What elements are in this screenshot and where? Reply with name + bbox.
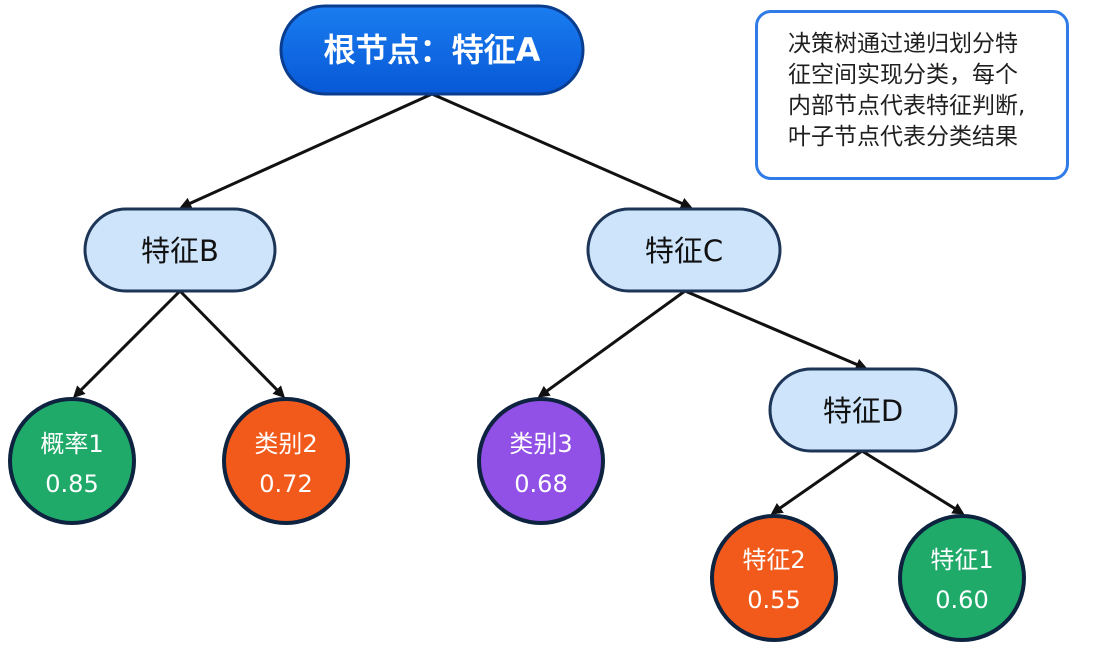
- edge-b-to-leaf1: [72, 289, 182, 399]
- edge-root-to-b: [179, 92, 433, 209]
- root-node-label: 根节点：特征A: [324, 31, 541, 69]
- leaf-node-3-value: 0.68: [514, 470, 567, 498]
- leaf-node-3-name: 类别3: [509, 430, 572, 458]
- leaf-node-4-value: 0.55: [747, 586, 800, 614]
- node-feature-d: 特征D: [768, 367, 958, 453]
- explanation-note-line: 决策树通过递归划分特: [788, 31, 1018, 57]
- leaf-node-2-value: 0.72: [259, 470, 312, 498]
- leaf-node-1-value: 0.85: [45, 470, 98, 498]
- explanation-note-line: 叶子节点代表分类结果: [788, 124, 1018, 150]
- edges: [72, 92, 965, 515]
- leaf-node-1-name: 概率1: [40, 430, 103, 458]
- edge-c-to-leaf3: [537, 289, 686, 398]
- node-feature-d-label: 特征D: [823, 394, 903, 428]
- leaf-node-5: 特征1 0.60: [898, 514, 1026, 642]
- node-feature-c-label: 特征C: [645, 234, 723, 268]
- leaf-node-2-name: 类别2: [254, 430, 317, 458]
- leaf-node-4: 特征2 0.55: [710, 514, 838, 642]
- edge-c-to-d: [684, 289, 868, 370]
- edge-d-to-leaf5: [861, 449, 965, 515]
- leaf-node-5-name: 特征1: [930, 546, 993, 574]
- explanation-note-line: 内部节点代表特征判断,: [788, 93, 1026, 119]
- leaf-node-3: 类别3 0.68: [477, 397, 605, 525]
- node-feature-b: 特征B: [83, 207, 277, 293]
- edge-root-to-c: [431, 92, 693, 209]
- root-node: 根节点：特征A: [279, 4, 585, 96]
- leaf-node-4-name: 特征2: [742, 546, 805, 574]
- leaf-node-1: 概率1 0.85: [8, 397, 136, 525]
- node-feature-c: 特征C: [586, 207, 782, 293]
- explanation-note-line: 征空间实现分类，每个: [788, 62, 1018, 88]
- explanation-note: 决策树通过递归划分特 征空间实现分类，每个 内部节点代表特征判断, 叶子节点代表…: [755, 10, 1069, 180]
- edge-d-to-leaf4: [770, 449, 863, 515]
- leaf-node-5-value: 0.60: [935, 586, 988, 614]
- edge-b-to-leaf2: [178, 289, 286, 399]
- node-feature-b-label: 特征B: [141, 234, 219, 268]
- leaf-node-2: 类别2 0.72: [222, 397, 350, 525]
